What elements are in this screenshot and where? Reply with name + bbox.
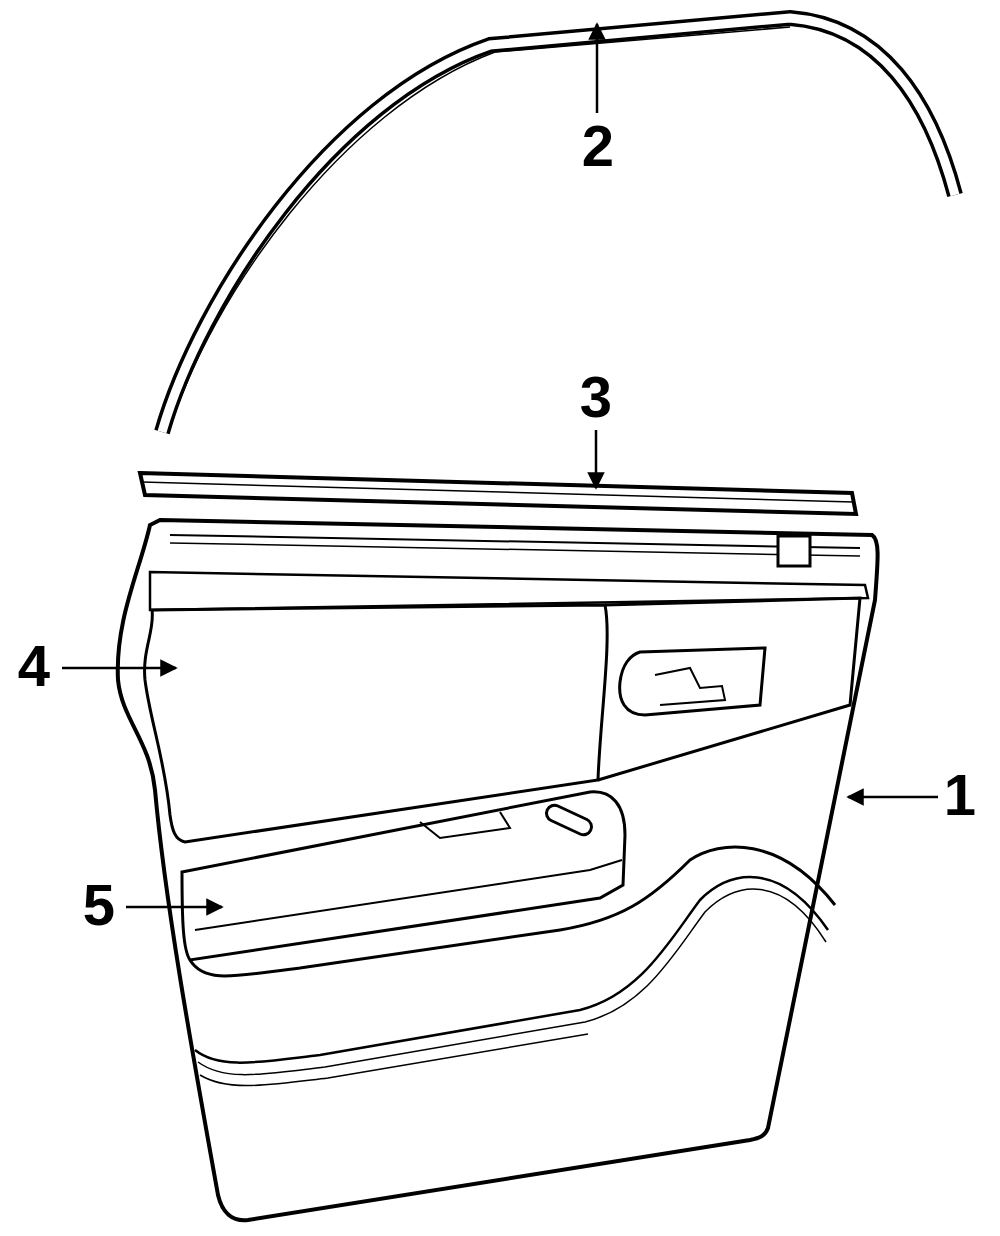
leader-line [595,430,598,488]
weatherstrip [162,18,955,432]
leader-lines [62,24,938,907]
callout-number: 1 [942,766,978,824]
callout-number: 5 [81,876,117,934]
callout-number: 3 [578,368,614,426]
leader-line [848,796,938,799]
leader-line [62,667,176,670]
leader-line [126,906,222,909]
callout-number: 2 [580,117,616,175]
callout-number: 4 [16,637,52,695]
door-panel [118,520,878,1220]
leader-line [596,24,599,113]
belt-molding [140,473,856,514]
